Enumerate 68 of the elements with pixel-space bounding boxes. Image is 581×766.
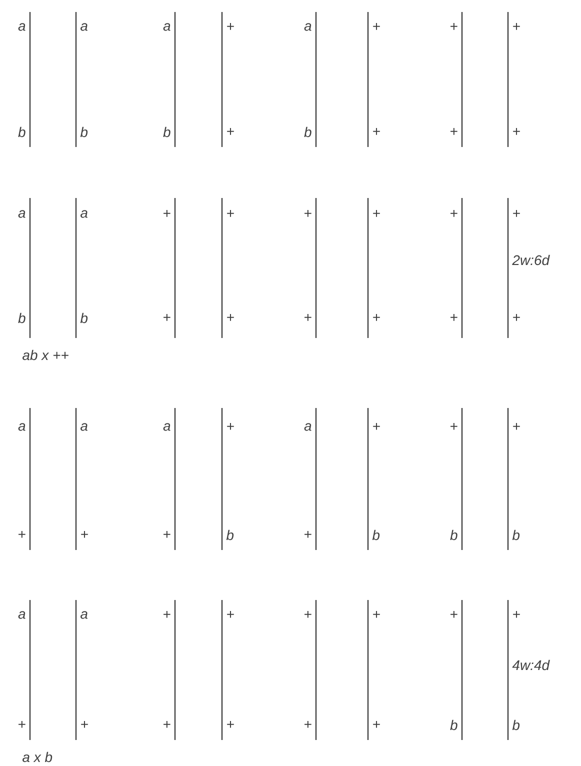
gene-label: + bbox=[513, 22, 520, 30]
gene-label: + bbox=[164, 530, 170, 538]
gene-label: + bbox=[373, 610, 380, 618]
gene-label: + bbox=[450, 128, 458, 135]
gene-label: + bbox=[450, 610, 458, 618]
gene-label: + bbox=[227, 314, 234, 321]
gene-label: + bbox=[227, 610, 234, 618]
gene-label: + bbox=[450, 314, 458, 321]
gene-label: b bbox=[18, 126, 26, 138]
gene-label: + bbox=[513, 314, 520, 321]
gene-label: b bbox=[163, 126, 170, 138]
gene-label: b bbox=[226, 530, 234, 540]
gene-label: + bbox=[373, 422, 380, 430]
gene-label: + bbox=[304, 610, 312, 618]
gene-label: + bbox=[373, 128, 380, 135]
gene-label: b bbox=[80, 312, 88, 324]
gene-label: b bbox=[512, 720, 520, 730]
gene-label: + bbox=[450, 210, 458, 217]
gene-label: + bbox=[304, 210, 312, 217]
gene-label: + bbox=[164, 210, 170, 217]
gene-label: + bbox=[373, 720, 380, 728]
gene-label: b bbox=[450, 720, 458, 730]
gene-label: + bbox=[227, 22, 234, 30]
gene-label: + bbox=[513, 210, 520, 217]
gene-label: b bbox=[372, 530, 380, 540]
gene-label: + bbox=[513, 610, 520, 618]
gene-label: + bbox=[164, 720, 170, 728]
gene-label: + bbox=[18, 530, 26, 538]
gene-label: b bbox=[304, 126, 312, 138]
gene-label: a bbox=[80, 23, 88, 31]
gene-label: + bbox=[81, 720, 88, 728]
ratio-label: 2w:6d bbox=[512, 254, 550, 266]
gene-label: b bbox=[18, 312, 26, 324]
gene-label: + bbox=[513, 128, 520, 135]
gene-label: + bbox=[450, 422, 458, 430]
gene-label: a bbox=[18, 23, 26, 31]
gene-label: + bbox=[81, 530, 88, 538]
gene-label: + bbox=[373, 22, 380, 30]
gene-label: a bbox=[80, 423, 88, 431]
gene-label: + bbox=[304, 720, 312, 728]
gene-label: + bbox=[227, 720, 234, 728]
gene-label: a bbox=[80, 210, 88, 218]
gene-label: a bbox=[18, 210, 26, 218]
gene-label: a bbox=[304, 23, 312, 31]
gene-label: + bbox=[164, 610, 170, 618]
gene-label: + bbox=[513, 422, 520, 430]
ratio-label: 4w:4d bbox=[512, 660, 550, 670]
gene-label: + bbox=[227, 210, 234, 217]
gene-label: b bbox=[450, 530, 458, 540]
cross-label: ab x ++ bbox=[22, 350, 68, 360]
gene-label: + bbox=[304, 530, 312, 538]
gene-label: a bbox=[80, 611, 88, 619]
gene-label: + bbox=[18, 720, 26, 728]
gene-label: + bbox=[373, 314, 380, 321]
gene-label: a bbox=[304, 423, 312, 431]
gene-label: a bbox=[18, 423, 26, 431]
gene-label: a bbox=[163, 23, 170, 31]
gene-label: a bbox=[18, 611, 26, 619]
gene-label: + bbox=[450, 22, 458, 30]
gene-label: + bbox=[373, 210, 380, 217]
gene-label: + bbox=[227, 128, 234, 135]
cross-label: a x b bbox=[22, 752, 52, 762]
gene-label: + bbox=[304, 314, 312, 321]
gene-label: + bbox=[227, 422, 234, 430]
gene-label: + bbox=[164, 314, 170, 321]
gene-label: b bbox=[512, 530, 520, 540]
gene-label: a bbox=[163, 423, 170, 431]
gene-label: b bbox=[80, 126, 88, 138]
